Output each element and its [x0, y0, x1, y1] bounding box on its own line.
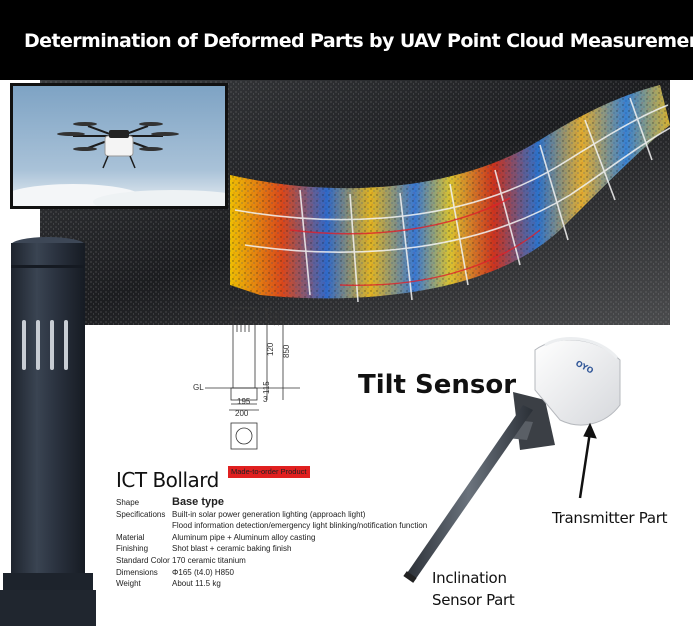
- spec-row-weight: Weight About 11.5 kg: [116, 578, 446, 590]
- dim-850: 850: [282, 344, 291, 358]
- drone-photo: [10, 83, 228, 209]
- spec-label: Weight: [116, 579, 141, 589]
- inclination-sensor-label: Inclination Sensor Part: [432, 567, 515, 611]
- bollard-technical-drawing: GL 15 195 120 850 115 3 195 200: [193, 307, 300, 450]
- dim-15: 15: [264, 307, 273, 316]
- spec-row-specifications: Specifications Built-in solar power gene…: [116, 509, 446, 521]
- spec-row-finishing: Finishing Shot blast + ceramic baking fi…: [116, 543, 446, 555]
- dim-115: 115: [262, 381, 271, 394]
- tilt-sensor-title: Tilt Sensor: [358, 370, 517, 400]
- dim-200-width: 200: [235, 409, 249, 418]
- banner-title: Determination of Deformed Parts by UAV P…: [24, 30, 693, 52]
- spec-row-color: Standard Color 170 ceramic titanium: [116, 555, 446, 567]
- spec-row-dimensions: Dimensions Φ165 (t4.0) H850: [116, 567, 446, 579]
- spec-row-shape: Shape Base type: [116, 496, 446, 509]
- made-to-order-badge: Made-to-order Product: [228, 466, 310, 478]
- transmitter-box-icon: OYO: [534, 337, 621, 426]
- title-banner: Determination of Deformed Parts by UAV P…: [0, 0, 693, 80]
- bollard-image: [0, 237, 96, 626]
- spec-row-material: Material Aluminum pipe + Aluminum alloy …: [116, 532, 446, 544]
- spec-label: Finishing: [116, 544, 149, 554]
- spec-value: About 11.5 kg: [172, 579, 221, 589]
- spec-label: Standard Color: [116, 555, 170, 565]
- spec-value: Built-in solar power generation lighting…: [172, 509, 366, 519]
- spec-label: Shape: [116, 498, 140, 507]
- drone-icon: [57, 122, 179, 169]
- spec-value: Φ165 (t4.0) H850: [172, 567, 234, 577]
- drawing-gl-label: GL: [193, 383, 204, 392]
- inclination-label-line1: Inclination: [432, 569, 507, 587]
- bollard-spec-list: Shape Base type Specifications Built-in …: [116, 496, 446, 590]
- bollard-light-slots-icon: [22, 320, 68, 370]
- spec-label: [116, 520, 172, 532]
- spec-value: 170 ceramic titanium: [172, 555, 246, 565]
- spec-value: Aluminum pipe + Aluminum alloy casting: [172, 532, 316, 542]
- transmitter-arrow-icon: [578, 422, 597, 499]
- spec-label: Material: [116, 532, 145, 542]
- spec-label: Dimensions: [116, 567, 158, 577]
- dim-3: 3: [263, 395, 268, 404]
- ict-bollard-title: ICT Bollard: [116, 468, 219, 492]
- spec-value: Base type: [172, 496, 224, 508]
- dim-195-width: 195: [237, 397, 251, 406]
- tilt-sensor-image: OYO: [403, 337, 621, 583]
- spec-row-specifications-cont: Flood information detection/emergency li…: [116, 520, 446, 532]
- spec-label: Specifications: [116, 509, 166, 519]
- transmitter-part-label: Transmitter Part: [552, 509, 668, 527]
- spec-value: Flood information detection/emergency li…: [172, 521, 428, 531]
- dim-195-side: 195: [272, 312, 281, 326]
- inclination-label-line2: Sensor Part: [432, 591, 515, 609]
- spec-value: Shot blast + ceramic baking finish: [172, 544, 292, 554]
- dim-120: 120: [266, 342, 275, 356]
